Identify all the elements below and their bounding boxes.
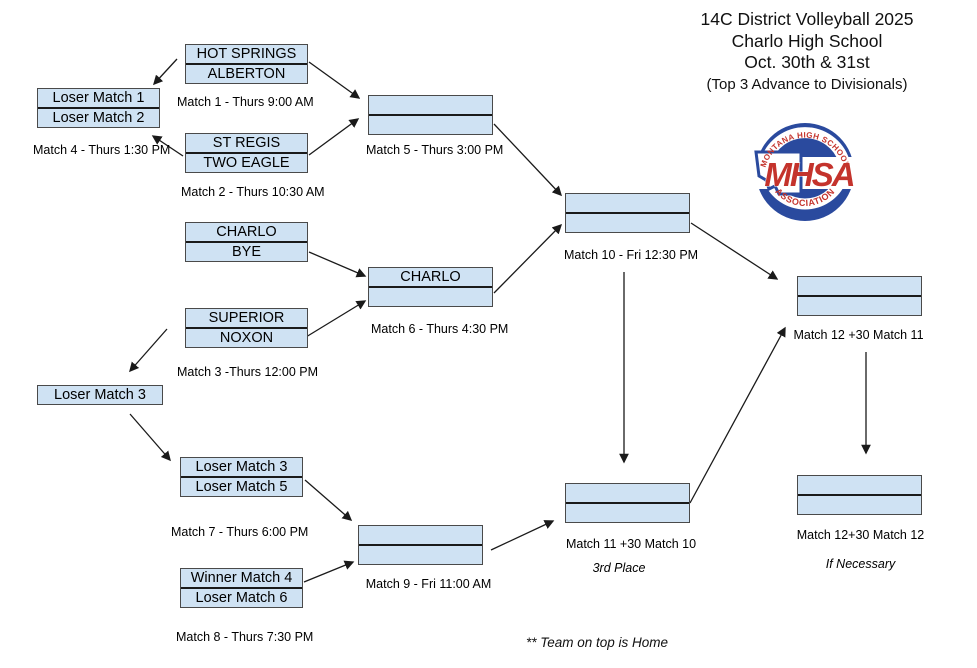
- match2-teams-box: ST REGIS TWO EAGLE: [185, 133, 308, 173]
- match1-label: Match 1 - Thurs 9:00 AM: [177, 95, 314, 109]
- team-slot-top: CHARLO: [216, 224, 277, 240]
- home-team-footnote: ** Team on top is Home: [525, 635, 669, 650]
- title-line-4: (Top 3 Advance to Divisionals): [706, 75, 908, 93]
- team-slot-top: [566, 484, 689, 502]
- team-slot-bottom: [566, 212, 689, 232]
- team-slot-top: ST REGIS: [212, 135, 281, 151]
- team-slot-top: Loser Match 1: [52, 90, 145, 106]
- tournament-title: 14C District Volleyball 2025 Charlo High…: [646, 9, 968, 95]
- if-necessary-label: Match 12+30 Match 12: [796, 528, 925, 542]
- team-slot-bottom: [369, 114, 492, 134]
- team-slot-top: SUPERIOR: [208, 310, 285, 326]
- match5-label: Match 5 - Thurs 3:00 PM: [366, 143, 504, 157]
- match4-teams-box: Loser Match 1 Loser Match 2: [37, 88, 160, 128]
- if-necessary-sublabel: If Necessary: [825, 557, 896, 571]
- team-slot-bottom: ALBERTON: [186, 63, 307, 83]
- team-slot-top: [798, 476, 921, 494]
- arrow-match5-to-match10-box: [493, 123, 563, 197]
- team-slot-bottom: Loser Match 6: [181, 587, 302, 607]
- arrow-match8-to-match9-box: [303, 560, 355, 583]
- arrow-match3-to-loser3-box: [129, 328, 168, 373]
- arrow-match7-to-match9-box: [304, 479, 353, 521]
- match9-result-box: [358, 525, 483, 565]
- match5-result-box: [368, 95, 493, 135]
- team-slot-top: [369, 96, 492, 114]
- team-slot-top: Winner Match 4: [190, 570, 293, 586]
- arrow-match2-to-match5-box: [308, 118, 360, 156]
- arrow-match1-to-match5-box: [308, 61, 361, 99]
- team-slot-bottom: [798, 295, 921, 315]
- team-slot-top: [566, 194, 689, 212]
- match2-label: Match 2 - Thurs 10:30 AM: [181, 185, 325, 199]
- title-line-2: Charlo High School: [731, 30, 883, 51]
- team-slot-top: [359, 526, 482, 544]
- mhsa-logo: MONTANA HIGH SCHOOL MHSA ASSOCIATION: [749, 123, 863, 221]
- match12-result-box: [797, 276, 922, 316]
- match1-teams-box: HOT SPRINGS ALBERTON: [185, 44, 308, 84]
- if-necessary-box: [797, 475, 922, 515]
- match10-result-box: [565, 193, 690, 233]
- arrow-match9-to-match11-box: [490, 520, 555, 551]
- team-slot-bottom: NOXON: [186, 327, 307, 347]
- match12-label: Match 12 +30 Match 11: [793, 328, 924, 342]
- charlo-bye-box: CHARLO BYE: [185, 222, 308, 262]
- loser-match3-box: Loser Match 3: [37, 385, 163, 405]
- match7-teams-box: Loser Match 3 Loser Match 5: [180, 457, 303, 497]
- match9-label: Match 9 - Fri 11:00 AM: [365, 577, 492, 591]
- arrow-match10-to-match12-box: [690, 222, 779, 280]
- team-slot-bottom: BYE: [186, 241, 307, 261]
- logo-top-band: [760, 127, 850, 163]
- logo-bottom-band: [763, 177, 847, 210]
- match8-teams-box: Winner Match 4 Loser Match 6: [180, 568, 303, 608]
- match7-label: Match 7 - Thurs 6:00 PM: [171, 525, 309, 539]
- match4-label: Match 4 - Thurs 1:30 PM: [33, 143, 171, 157]
- team-slot-bottom: TWO EAGLE: [186, 152, 307, 172]
- arrow-match6-to-match10-box: [493, 223, 563, 294]
- montana-state-icon: [754, 150, 803, 196]
- match11-label: Match 11 +30 Match 10: [565, 537, 697, 551]
- title-line-3: Oct. 30th & 31st: [744, 52, 870, 72]
- team-slot-bottom: [566, 502, 689, 522]
- match3-label: Match 3 -Thurs 12:00 PM: [177, 365, 319, 379]
- third-place-label: 3rd Place: [592, 561, 646, 575]
- team-slot-top: CHARLO: [400, 269, 461, 285]
- match6-label: Match 6 - Thurs 4:30 PM: [371, 322, 509, 336]
- match11-result-box: [565, 483, 690, 523]
- team-slot-top: Loser Match 3: [54, 387, 146, 403]
- team-slot-bottom: Loser Match 5: [181, 476, 302, 496]
- match6-result-box: CHARLO: [368, 267, 493, 307]
- team-slot-bottom: Loser Match 2: [38, 107, 159, 127]
- arrow-loser3-to-match7-box: [129, 413, 171, 462]
- logo-main-text: MHSA: [764, 156, 853, 193]
- team-slot-top: Loser Match 3: [195, 459, 288, 475]
- team-slot-bottom: [798, 494, 921, 514]
- team-slot-top: [798, 277, 921, 295]
- arrow-bye-to-match6-box: [308, 251, 367, 278]
- match10-label: Match 10 - Fri 12:30 PM: [564, 248, 699, 262]
- team-slot-bottom: [359, 544, 482, 564]
- team-slot-top: HOT SPRINGS: [196, 46, 297, 62]
- arrow-match11-to-match12-box: [689, 326, 786, 504]
- arrow-match1-to-match4-box: [153, 58, 178, 86]
- title-line-1: 14C District Volleyball 2025: [700, 9, 914, 29]
- team-slot-bottom: [369, 286, 492, 306]
- match3-teams-box: SUPERIOR NOXON: [185, 308, 308, 348]
- arrow-match3-to-match6-box: [305, 300, 367, 338]
- arrow-match2-to-match4-box: [151, 135, 184, 157]
- match8-label: Match 8 - Thurs 7:30 PM: [176, 630, 314, 644]
